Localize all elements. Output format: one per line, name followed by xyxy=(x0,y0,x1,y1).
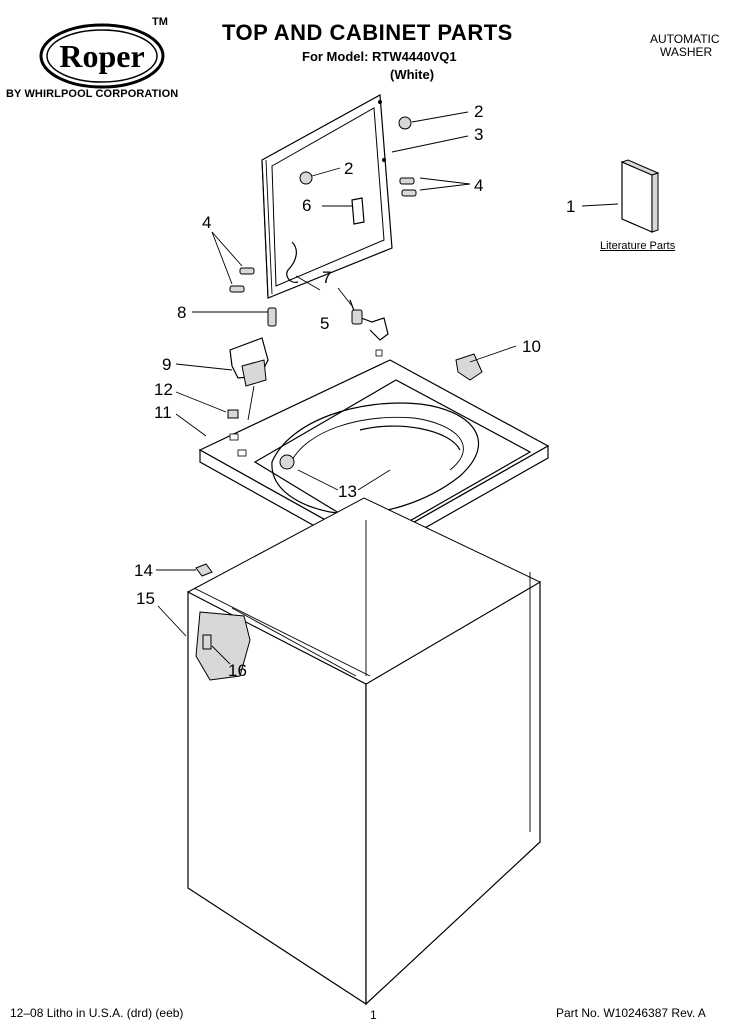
callout-16: 16 xyxy=(228,661,247,680)
cabinet xyxy=(186,497,542,1006)
trademark-mark: TM xyxy=(152,16,168,28)
footer-print-info: 12–08 Litho in U.S.A. (drd) (eeb) xyxy=(10,1006,184,1020)
callout-2a: 2 xyxy=(474,102,483,121)
footer-part-number: Part No. W10246387 Rev. A xyxy=(556,1006,706,1020)
literature-parts-label: Literature Parts xyxy=(600,240,676,252)
callout-3: 3 xyxy=(474,125,483,144)
page-title: TOP AND CABINET PARTS xyxy=(222,20,513,45)
logo-text: Roper xyxy=(59,38,144,74)
footer-page-number: 1 xyxy=(370,1008,377,1022)
callout-11: 11 xyxy=(154,403,172,422)
callout-15: 15 xyxy=(136,589,155,608)
lid-frame xyxy=(261,94,393,299)
callout-labels: 1 2 2 3 4 4 5 6 7 8 9 10 11 12 13 14 15 … xyxy=(134,102,575,680)
clip-12 xyxy=(227,409,239,419)
color-line: (White) xyxy=(390,67,435,82)
callout-7: 7 xyxy=(322,268,331,287)
callout-12: 12 xyxy=(154,380,173,399)
roper-logo: Roper xyxy=(38,22,166,90)
lid-switch-assembly xyxy=(229,299,389,421)
callout-10: 10 xyxy=(522,337,541,356)
model-line: For Model: RTW4440VQ1 xyxy=(302,49,457,64)
product-type-line2: WASHER xyxy=(660,45,713,59)
clip-14 xyxy=(195,563,213,577)
callout-9: 9 xyxy=(162,355,171,374)
callout-4b: 4 xyxy=(202,213,211,232)
callout-8: 8 xyxy=(177,303,186,322)
literature-booklet xyxy=(620,159,660,233)
hinge-hardware xyxy=(229,116,417,293)
leader-lines xyxy=(156,111,619,665)
callout-5: 5 xyxy=(320,314,329,333)
brand-subtitle: BY WHIRLPOOL CORPORATION xyxy=(6,88,179,100)
callout-6: 6 xyxy=(302,196,311,215)
product-type-line1: AUTOMATIC xyxy=(650,32,720,46)
callout-4a: 4 xyxy=(474,176,483,195)
callout-13: 13 xyxy=(338,482,357,501)
callout-14: 14 xyxy=(134,561,153,580)
callout-2b: 2 xyxy=(344,159,353,178)
callout-1: 1 xyxy=(566,197,575,216)
